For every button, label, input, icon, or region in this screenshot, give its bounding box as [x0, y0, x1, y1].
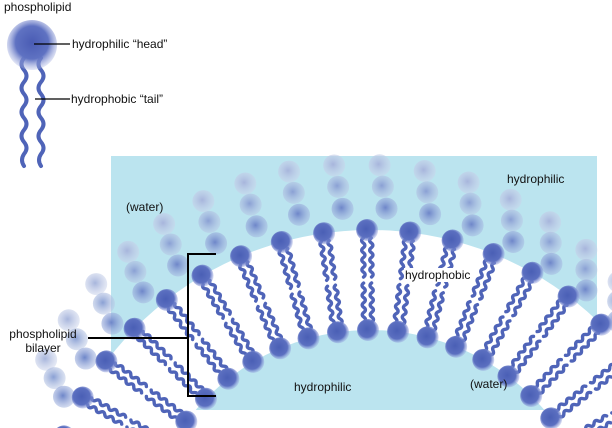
- inner-hydrophilic-label: hydrophilic: [294, 380, 352, 394]
- single-phospholipid-title: phospholipid: [4, 0, 72, 14]
- inner-water-label: (water): [470, 377, 508, 391]
- bilayer: [35, 154, 612, 428]
- hydrophobic-core-label: hydrophobic: [404, 268, 472, 282]
- bilayer-bracket: [88, 253, 216, 397]
- outer-hydrophilic-label: hydrophilic: [507, 172, 565, 186]
- outer-water-label: (water): [126, 200, 164, 214]
- head-label: hydrophilic “head”: [72, 37, 168, 51]
- single-phospholipid: [7, 20, 70, 168]
- bilayer-label-line2: bilayer: [25, 341, 61, 355]
- bilayer-label: phospholipid bilayer: [0, 327, 86, 355]
- bilayer-label-line1: phospholipid: [9, 327, 77, 341]
- tail-label: hydrophobic “tail”: [71, 92, 164, 106]
